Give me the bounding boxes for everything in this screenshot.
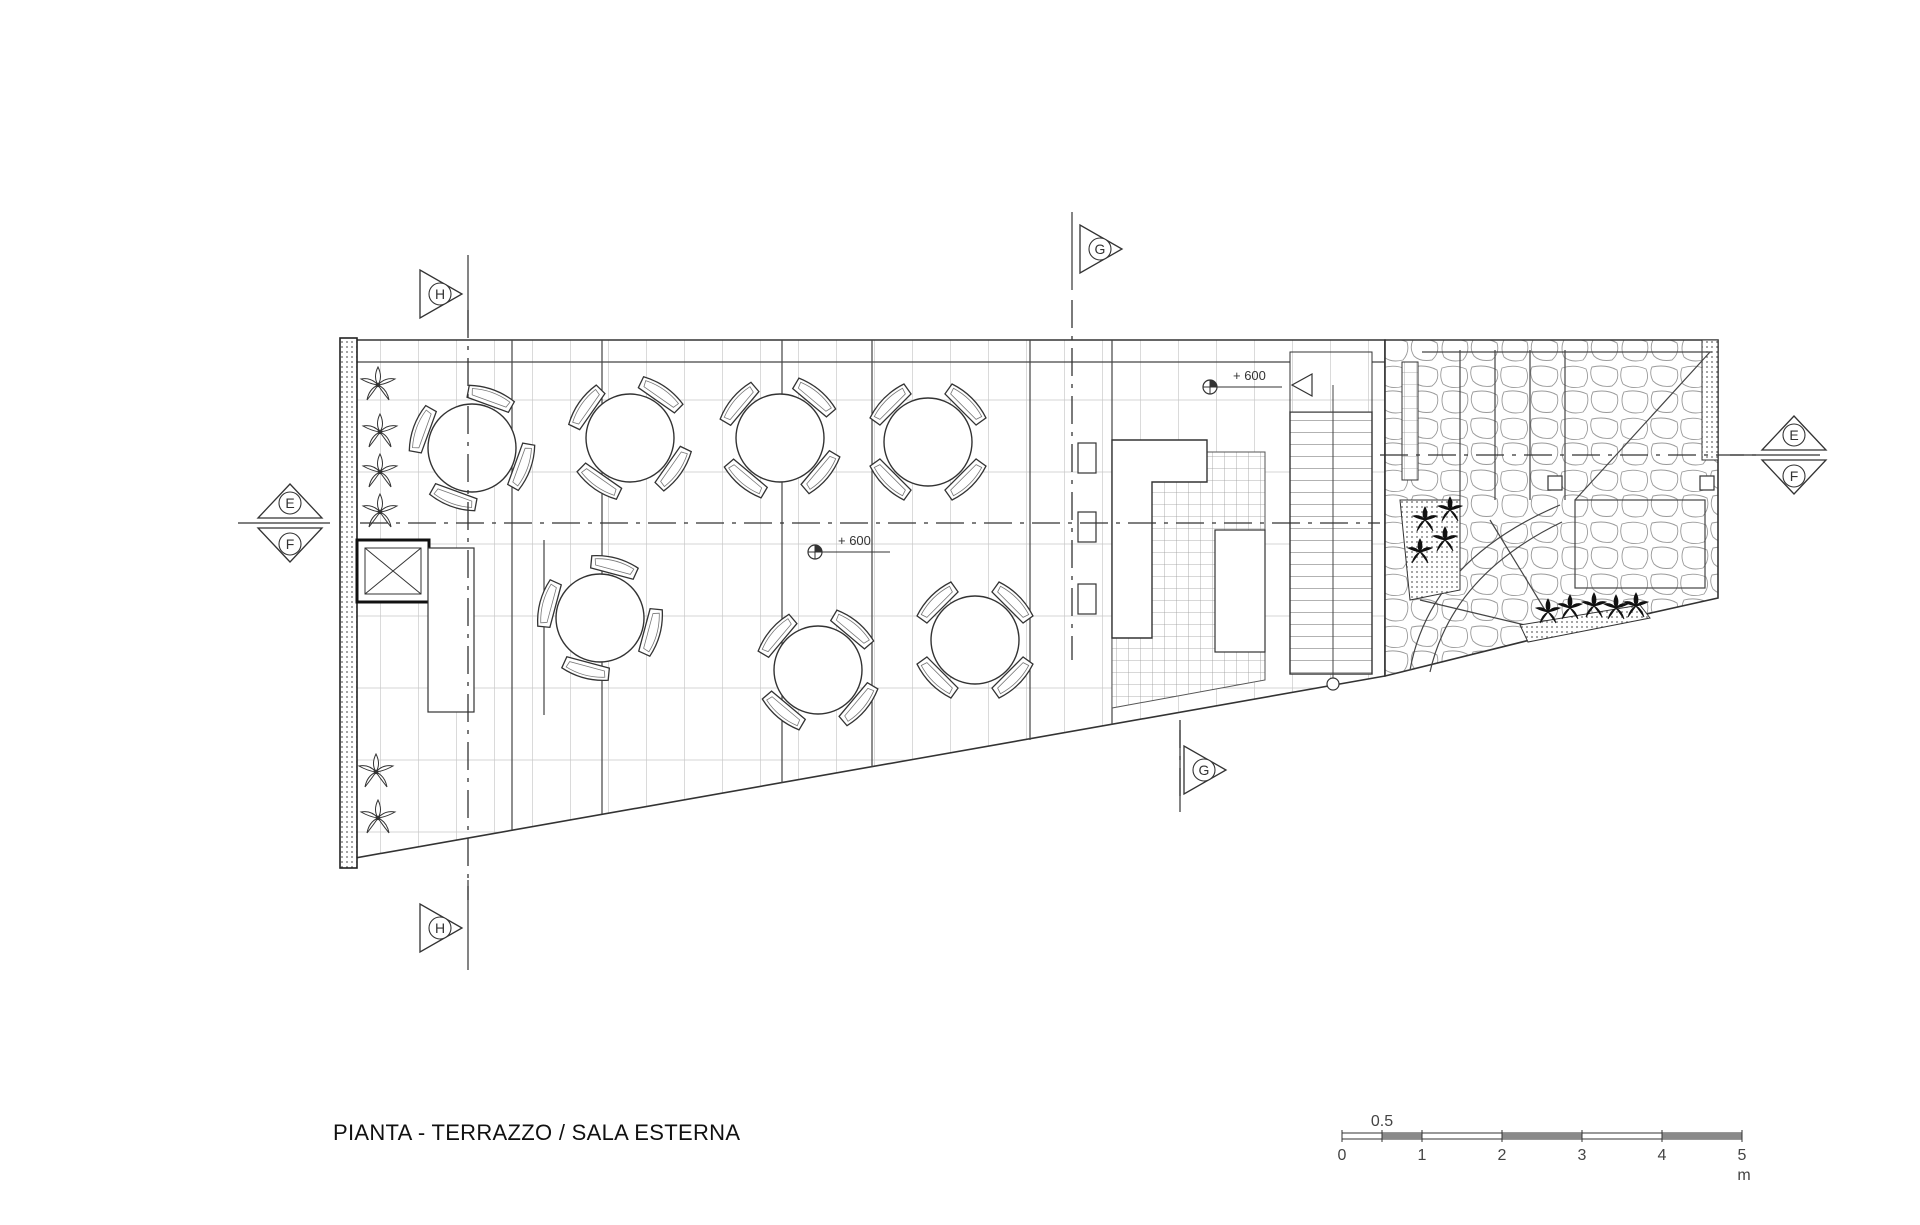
section-label-h-top: H: [435, 286, 445, 302]
scale-tick-5: 5: [1738, 1147, 1747, 1164]
table-set-6: [754, 606, 882, 734]
section-marker-ef-right: E F: [1730, 415, 1828, 495]
elevation-label-2: + 600: [1233, 368, 1266, 383]
scale-tick-2: 2: [1498, 1147, 1507, 1164]
scale-bar: 0.5 0 1 2 3 4 5 m: [1338, 1113, 1751, 1184]
table-set-7: [913, 578, 1037, 702]
scale-tick-0: 0: [1338, 1147, 1347, 1164]
section-marker-h-bottom: H: [419, 880, 469, 970]
left-wall: [339, 337, 358, 869]
scale-unit: m: [1737, 1167, 1750, 1184]
section-label-e-left: E: [285, 495, 294, 511]
drawing-title: PIANTA - TERRAZZO / SALA ESTERNA: [333, 1120, 741, 1145]
scale-label-half: 0.5: [1371, 1113, 1393, 1130]
bar-counter: [1111, 439, 1208, 639]
elevation-marker-1: [807, 544, 890, 560]
table-set-4: [866, 380, 990, 504]
stair-arrow: [1290, 372, 1313, 398]
section-marker-h-top: H: [419, 255, 469, 330]
elevation-marker-2: [1202, 379, 1282, 395]
section-label-f-right: F: [1790, 468, 1799, 484]
section-marker-g-top: G: [1071, 212, 1124, 290]
bench: [427, 547, 475, 713]
bar-stools: [1077, 442, 1097, 615]
stair: [1289, 411, 1373, 675]
elevator-shaft: [355, 538, 431, 604]
section-marker-ef-left: E F: [238, 483, 330, 563]
scale-tick-4: 4: [1658, 1147, 1667, 1164]
scale-tick-3: 3: [1578, 1147, 1587, 1164]
scale-tick-1: 1: [1418, 1147, 1427, 1164]
bar-back-counter: [1214, 529, 1266, 653]
section-label-g-top: G: [1095, 241, 1106, 257]
section-label-f-left: F: [286, 536, 295, 552]
section-marker-g-bottom: G: [1179, 730, 1228, 812]
section-label-h-bottom: H: [435, 920, 445, 936]
table-set-3: [716, 374, 844, 502]
elevation-label-1: + 600: [838, 533, 871, 548]
section-label-e-right: E: [1789, 427, 1798, 443]
section-label-g-bottom: G: [1199, 762, 1210, 778]
